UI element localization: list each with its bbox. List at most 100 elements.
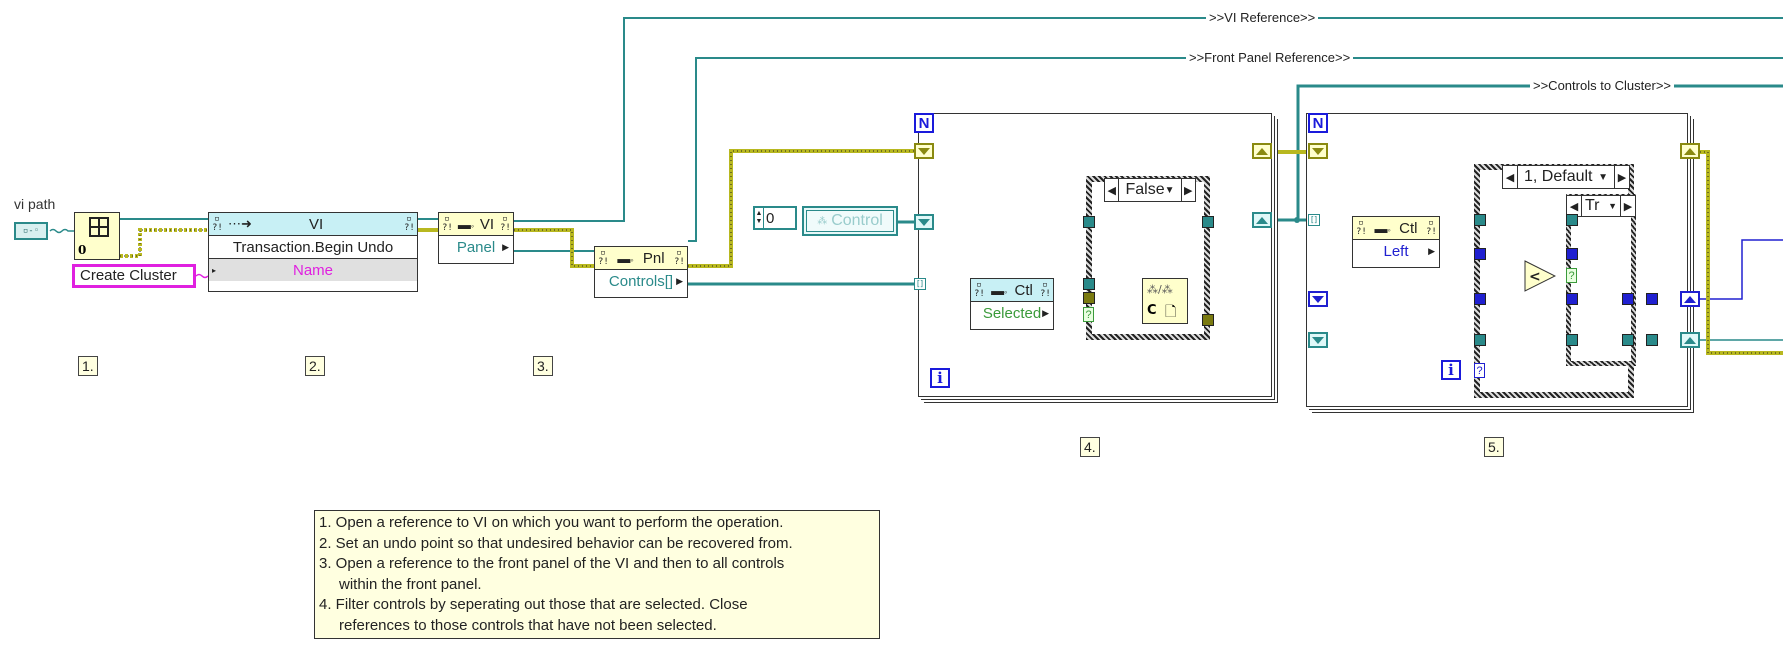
invoke-method-row[interactable]: Transaction.Begin Undo <box>209 236 417 259</box>
inner-num-tunnel-out <box>1622 293 1634 305</box>
loop5-count-terminal[interactable]: N <box>1308 113 1328 133</box>
property-selected-row[interactable]: Selected▶ <box>971 302 1053 324</box>
ref-out-icon: ▫?! <box>499 214 511 233</box>
ref-out-icon: ▫?! <box>673 248 685 267</box>
comment-line: 3. Open a reference to the front panel o… <box>319 555 785 572</box>
vi-path-label: vi path <box>14 196 56 212</box>
vi-reference-wire <box>514 17 1783 222</box>
inner-ref-tunnel-in <box>1566 214 1578 226</box>
case-prev-icon[interactable]: ◀ <box>1503 166 1518 188</box>
dropdown-icon[interactable]: ▼ <box>1598 171 1608 183</box>
loop4-ref-shift-register-in[interactable] <box>914 214 934 230</box>
property-node-ctl-left[interactable]: ▫?! ▬◦ Ctl ▫?! Left▶ <box>1352 216 1440 268</box>
loop4-error-shift-register-in[interactable] <box>914 143 934 159</box>
loop5-numeric-shift-register-in[interactable] <box>1308 291 1328 307</box>
ref-in-icon: ▫?! <box>212 214 223 233</box>
open-vi-reference-node[interactable]: 0 <box>74 212 120 260</box>
close-c-icon: C <box>1147 303 1157 318</box>
ref-in-icon: ▫?! <box>442 214 453 233</box>
vi-path-wire <box>49 228 74 234</box>
inner-ref2-tunnel-out <box>1622 334 1634 346</box>
case5-ref2-tunnel-out <box>1646 334 1658 346</box>
property-node-vi[interactable]: ▫?! ▬◦ VI ▫?! Panel▶ <box>438 212 514 264</box>
vi-reference-label: >>VI Reference>> <box>1206 10 1319 26</box>
step-label-3: 3. <box>533 356 553 376</box>
step-label-1: 1. <box>78 356 98 376</box>
loop4-ref-shift-register-out[interactable] <box>1252 212 1272 228</box>
comment-line: within the front panel. <box>339 575 482 593</box>
inner-num-tunnel-in <box>1566 293 1578 305</box>
loop5-ref-shift-register-out[interactable] <box>1680 332 1700 348</box>
step-label-2: 2. <box>305 356 325 376</box>
case4-ref-tunnel-in <box>1083 216 1095 228</box>
property-left-row[interactable]: Left▶ <box>1353 240 1439 262</box>
ref-in-icon: ▫?! <box>1356 218 1367 237</box>
case-next-icon[interactable]: ▶ <box>1614 166 1629 188</box>
property-key-icon: ▬◦ <box>457 216 475 232</box>
property-controls-row[interactable]: Controls[]▶ <box>595 270 687 292</box>
property-key-icon: ▬◦ <box>991 282 1008 298</box>
case4-ref-tunnel-out <box>1202 216 1214 228</box>
front-panel-reference-label: >>Front Panel Reference>> <box>1186 50 1354 66</box>
case4-ctl-tunnel-in <box>1083 278 1095 290</box>
loop4-count-terminal[interactable]: N <box>914 113 934 133</box>
less-than-operator: < <box>1529 269 1541 285</box>
vi-path-terminal[interactable]: ▫-◦ <box>14 222 48 240</box>
case-selector-default[interactable]: ◀ 1, Default▼ ▶ <box>1502 165 1630 189</box>
ref-out-icon: ▫?! <box>1426 218 1437 237</box>
loop4-iteration-terminal: i <box>930 368 950 388</box>
path-icon: ▫-◦ <box>22 226 40 236</box>
case5-ref2-tunnel-in <box>1474 334 1486 346</box>
property-node-ctl-selected[interactable]: ▫?! ▬◦ Ctl ▫?! Selected▶ <box>970 278 1054 330</box>
dropdown-icon[interactable]: ▼ <box>1164 184 1175 196</box>
ref-in-icon: ▫?! <box>974 280 985 299</box>
property-panel-row[interactable]: Panel▶ <box>439 236 513 258</box>
close-reference-node[interactable]: ⁂/⁂ C 🗋 <box>1142 278 1188 324</box>
close-reference-icon: ⁂/⁂ <box>1147 283 1173 296</box>
step-label-4: 4. <box>1080 437 1100 457</box>
close-doc-icon: 🗋 <box>1165 304 1177 320</box>
inner-ref2-tunnel-in <box>1566 334 1578 346</box>
property-key-icon: ▬◦ <box>1374 220 1391 236</box>
case-next-icon[interactable]: ▶ <box>1180 179 1195 201</box>
case5-selector-terminal: ? <box>1474 363 1485 378</box>
case4-selector-terminal: ? <box>1083 307 1094 322</box>
case-next-icon[interactable]: ▶ <box>1620 196 1635 216</box>
comment-line: 4. Filter controls by seperating out tho… <box>319 596 748 613</box>
numeric-constant[interactable]: ▲▼ 0 <box>753 206 797 230</box>
case-selector-false[interactable]: ◀ False▼ ▶ <box>1104 178 1196 202</box>
loop5-numeric-shift-register-out[interactable] <box>1680 291 1700 307</box>
inner-case-selector[interactable]: ◀ Tr▼ ▶ <box>1566 195 1636 217</box>
case5-left-tunnel-in <box>1474 248 1486 260</box>
ref-out-icon: ▫?! <box>404 214 415 233</box>
invoke-arrow-icon: ⋯➜ <box>228 216 252 231</box>
invoke-param-row[interactable]: ▸Name <box>209 259 417 281</box>
loop5-array-tunnel[interactable]: [] <box>1308 214 1320 226</box>
case5-ref-tunnel-in <box>1474 214 1486 226</box>
loop4-error-shift-register-out[interactable] <box>1252 143 1272 159</box>
propvi-error-wire <box>514 228 594 268</box>
case4-err-tunnel-in <box>1083 292 1095 304</box>
controls-to-cluster-label: >>Controls to Cluster>> <box>1530 78 1675 94</box>
case-prev-icon[interactable]: ◀ <box>1567 196 1582 216</box>
control-reference-constant[interactable]: ⁂ Control <box>802 206 898 236</box>
loop5-error-shift-register-out[interactable] <box>1680 143 1700 159</box>
create-cluster-string-constant[interactable]: Create Cluster <box>72 264 196 288</box>
increment-icon[interactable]: ▲▼ <box>755 208 764 228</box>
case4-err-tunnel-out <box>1202 314 1214 326</box>
case-prev-icon[interactable]: ◀ <box>1105 179 1120 201</box>
loop5-error-shift-register-in[interactable] <box>1308 143 1328 159</box>
property-node-pnl[interactable]: ▫?! ▬◦ Pnl ▫?! Controls[]▶ <box>594 246 688 298</box>
loop5-ref-shift-register-in[interactable] <box>1308 332 1328 348</box>
less-than-node[interactable]: < <box>1524 260 1556 292</box>
dropdown-icon[interactable]: ▼ <box>1608 201 1617 211</box>
inner-left-tunnel-in <box>1566 248 1578 260</box>
loop5-iteration-terminal: i <box>1441 360 1461 380</box>
ref-out-icon: ▫?! <box>1039 280 1051 299</box>
step-label-5: 5. <box>1484 437 1504 457</box>
invoke-node-vi[interactable]: ▫?! ⋯➜ VI ▫?! Transaction.Begin Undo ▸Na… <box>208 212 418 292</box>
loop4-array-tunnel[interactable]: [] <box>914 278 926 290</box>
open-ref-error-wire <box>120 228 210 258</box>
property-key-icon: ▬◦ <box>617 250 634 266</box>
case5-num-tunnel-out <box>1646 293 1658 305</box>
